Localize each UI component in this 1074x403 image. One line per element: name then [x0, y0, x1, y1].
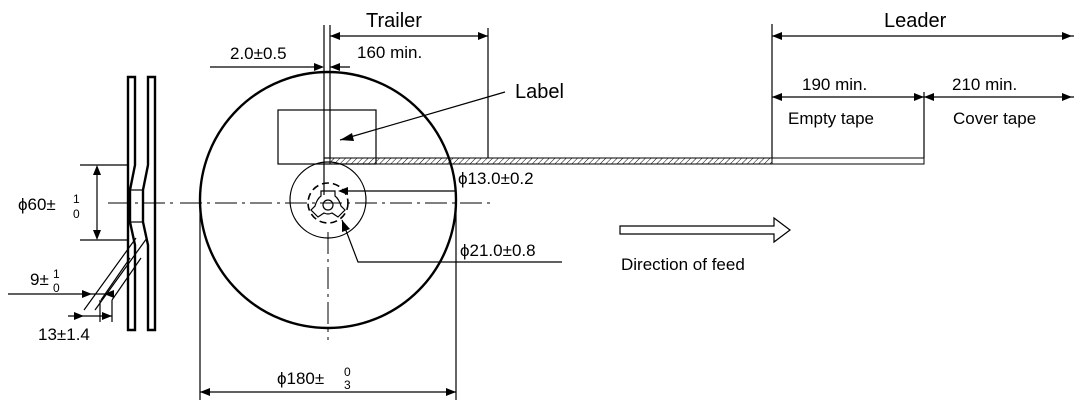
dim-width9-sup: 1	[53, 267, 60, 281]
trailer-label: Trailer	[366, 10, 422, 32]
dim-hub60-sub: 0	[73, 207, 80, 221]
dim-arbor-text: ϕ13.0±0.2	[458, 169, 534, 188]
dim-hub-21: ϕ21.0±0.8	[341, 219, 562, 263]
dim-hub-60: ϕ60± 1 0	[18, 164, 128, 241]
dim-width9-sub: 0	[53, 281, 60, 295]
dim-hub21-text: ϕ21.0±0.8	[460, 241, 536, 260]
reel-outer-circle	[198, 70, 458, 330]
cover-tape-label: Cover tape	[953, 109, 1036, 128]
reel-front-view	[180, 25, 925, 340]
label-callout: Label	[339, 81, 564, 141]
direction-label: Direction of feed	[621, 255, 745, 274]
section-line-3	[100, 257, 131, 301]
dim-gap-text: 2.0±0.5	[230, 44, 287, 63]
dim-width13-text: 13±1.4	[38, 325, 90, 344]
reel-side-view	[83, 75, 175, 332]
dim-reel-180: ϕ180± 0 3	[199, 205, 457, 400]
dim-hub60-text: ϕ60±	[18, 195, 56, 214]
leader-label: Leader	[884, 10, 947, 32]
dim-width-9: 9± 1 0	[8, 267, 114, 298]
arbor-hole	[310, 190, 346, 218]
feed-direction: Direction of feed	[619, 216, 791, 274]
dim-reel-text: ϕ180±	[277, 369, 324, 388]
tape-empty-section	[771, 157, 925, 165]
arbor-center	[322, 199, 334, 211]
label-box	[277, 109, 377, 165]
section-line-1	[83, 237, 137, 311]
dim-hub60-sup: 1	[73, 192, 80, 206]
section-line-2	[94, 237, 148, 311]
section-line-4	[111, 257, 142, 301]
feed-arrow-icon	[619, 216, 791, 244]
dim-empty-text: 190 min.	[802, 75, 867, 94]
dim-reel-sup: 0	[344, 365, 351, 379]
dim-leader: Leader 190 min. 210 min. Empty tape Cove…	[771, 10, 1074, 158]
dim-width-13: 13±1.4	[38, 300, 113, 344]
flange-right	[141, 75, 157, 332]
dim-trailer-text: 160 min.	[357, 43, 422, 62]
dim-cover-text: 210 min.	[952, 75, 1017, 94]
label-text: Label	[515, 81, 564, 103]
dim-width9-text: 9±	[30, 270, 49, 289]
dim-gap: 2.0±0.5	[210, 44, 350, 71]
dim-arbor: ϕ13.0±0.2	[338, 169, 534, 195]
tape-hatched-section	[329, 157, 773, 165]
dim-reel-sub: 3	[344, 378, 351, 392]
empty-tape-label: Empty tape	[788, 109, 874, 128]
dim-trailer: Trailer 160 min.	[330, 10, 489, 158]
